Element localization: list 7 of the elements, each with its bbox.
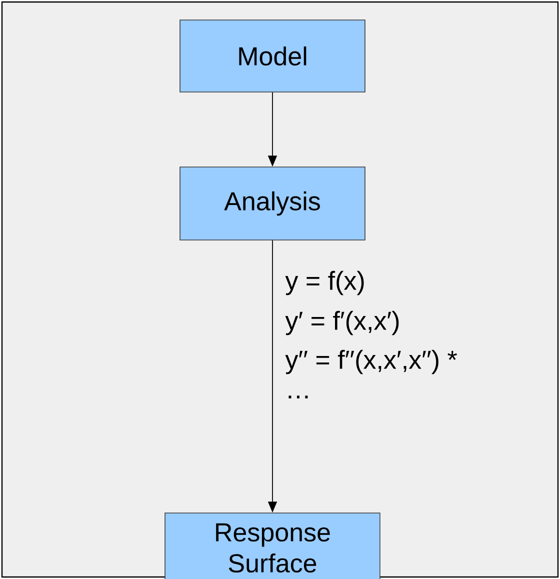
process-box: Response Surface xyxy=(164,512,380,579)
formula-label: y = f(x) xyxy=(285,270,364,296)
process-box: Model xyxy=(180,20,366,92)
process-box: Analysis xyxy=(180,166,366,240)
formula-label: … xyxy=(288,396,308,398)
formula-label: y′ = f′(x,x′) xyxy=(285,310,399,336)
formula-label: y′′ = f′′(x,x′,x′′) * xyxy=(285,350,457,374)
